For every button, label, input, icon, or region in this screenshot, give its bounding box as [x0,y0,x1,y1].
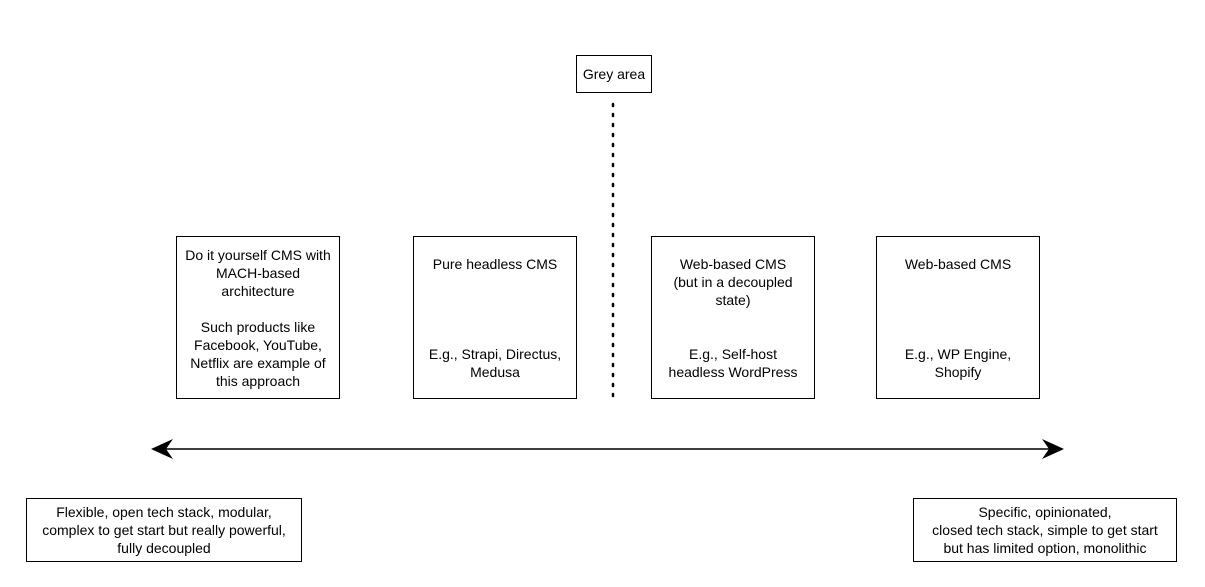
box-title-line: Pure headless CMS [432,256,558,272]
box-detail-line: Shopify [934,364,982,380]
web-based-cms-box: Web-based CMS E.g., WP Engine, Shopify [876,236,1040,399]
diy-mach-cms-box: Do it yourself CMS with MACH-based archi… [176,236,340,399]
note-line: closed tech stack, simple to get start [932,522,1158,538]
pure-headless-cms-box: Pure headless CMS E.g., Strapi, Directus… [413,236,577,399]
box-title-line: architecture [221,283,295,299]
box-title-line: Do it yourself CMS with [185,247,331,263]
box-detail-line: E.g., Self-host [689,346,777,362]
box-title-line: Web-based CMS [904,256,1012,272]
box-detail-line: Netflix are example of [190,355,326,371]
note-line: Specific, opinionated, [978,504,1112,520]
grey-area-label: Grey area [582,66,646,82]
box-title-line: Web-based CMS [679,256,787,272]
box-detail-line: Facebook, YouTube, [194,337,322,353]
right-arrowhead [1042,439,1064,459]
box-title-line: MACH-based [215,265,301,281]
box-detail-line: headless WordPress [668,364,798,380]
specific-end-note: Specific, opinionated, closed tech stack… [913,498,1177,562]
flexible-end-note: Flexible, open tech stack, modular, comp… [26,498,302,562]
grey-area-box: Grey area [576,55,652,93]
box-detail-line: E.g., WP Engine, [904,346,1012,362]
box-title-line: (but in a decoupled [673,274,793,290]
box-detail-line: Such products like [200,319,316,335]
box-detail-line: E.g., Strapi, Directus, [428,346,562,362]
left-arrowhead [151,439,173,459]
box-detail-line: Medusa [470,364,520,380]
box-detail-line: this approach [215,373,301,389]
box-title-line: state) [715,292,751,308]
note-line: fully decoupled [117,540,211,556]
note-line: but has limited option, monolithic [943,540,1147,556]
note-line: Flexible, open tech stack, modular, [56,504,272,520]
note-line: complex to get start but really powerful… [42,522,286,538]
decoupled-web-cms-box: Web-based CMS (but in a decoupled state)… [651,236,815,399]
